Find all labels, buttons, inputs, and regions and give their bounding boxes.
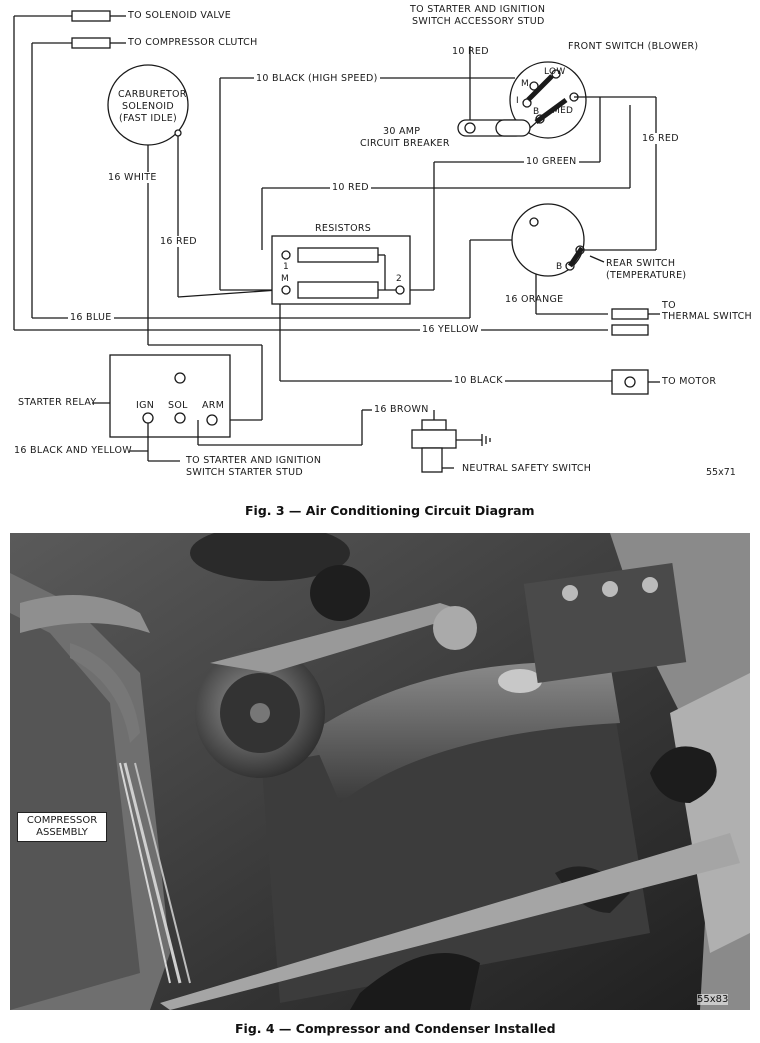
label-arm: ARM [202,400,225,411]
label-10-black-high-speed: 10 BLACK (HIGH SPEED) [254,73,380,84]
label-compressor-clutch: TO COMPRESSOR CLUTCH [128,37,258,48]
label-16-red-right: 16 RED [642,133,679,144]
label-16-yellow: 16 YELLOW [420,324,481,335]
label-switch-i: I [516,96,519,106]
neutral-safety-switch [411,410,491,473]
label-resistor-m: M [281,274,290,284]
thermal-switch-connector-upper [611,308,649,320]
label-16-orange: 16 ORANGE [505,294,564,305]
compressor-assembly-callout: COMPRESSOR ASSEMBLY [17,812,107,842]
callout-line-1: COMPRESSOR [26,815,98,826]
label-10-red-top: 10 RED [452,46,489,57]
label-starter-stud-2: SWITCH STARTER STUD [186,467,304,478]
label-accessory-stud-2: SWITCH ACCESSORY STUD [412,16,545,27]
label-circuit-breaker: CIRCUIT BREAKER [360,138,450,149]
front-switch-blower [509,61,587,139]
label-10-red-mid: 10 RED [330,182,371,193]
label-10-green: 10 GREEN [524,156,579,167]
label-neutral-safety-switch: NEUTRAL SAFETY SWITCH [462,463,592,474]
label-switch-med: MED [552,106,574,116]
figure3-caption: Fig. 3 — Air Conditioning Circuit Diagra… [245,503,535,518]
label-accessory-stud-1: TO STARTER AND IGNITION [410,4,546,15]
callout-line-2: ASSEMBLY [36,827,88,838]
label-switch-low: LOW [544,67,566,77]
compressor-clutch-connector [32,37,126,49]
label-30-amp: 30 AMP [383,126,421,137]
figure4-caption: Fig. 4 — Compressor and Condenser Instal… [235,1021,556,1036]
label-16-black-yellow: 16 BLACK AND YELLOW [14,445,132,456]
label-resistor-2: 2 [396,274,403,284]
label-16-red-left: 16 RED [160,236,197,247]
circuit-breaker-30-amp [457,119,531,137]
figure3-code: 55x71 [706,467,736,478]
label-16-white: 16 WHITE [108,172,157,183]
thermal-switch-connector-lower [611,324,649,336]
label-switch-b: B [533,107,540,117]
label-rear-b: B [556,262,563,272]
label-to: TO [662,300,676,311]
label-16-blue: 16 BLUE [68,312,114,323]
label-sol: SOL [168,400,188,411]
label-solenoid-valve: TO SOLENOID VALVE [128,10,232,21]
label-to-motor: TO MOTOR [662,376,717,387]
label-16-brown: 16 BROWN [374,404,429,415]
label-carburetor: CARBURETOR [118,89,187,100]
label-temperature: (TEMPERATURE) [606,270,687,281]
label-switch-m: M [521,79,530,89]
label-solenoid: SOLENOID [122,101,174,112]
label-10-black: 10 BLACK [452,375,505,386]
label-fast-idle: (FAST IDLE) [118,113,178,124]
label-front-switch: FRONT SWITCH (BLOWER) [568,41,699,52]
engine-bay-photo [10,533,750,1010]
label-starter-stud-1: TO STARTER AND IGNITION [186,455,322,466]
circuit-diagram [13,10,660,473]
motor-connector [611,369,649,395]
solenoid-valve-connector [14,10,126,22]
label-thermal-switch: THERMAL SWITCH [662,311,753,322]
label-resistor-1: 1 [283,262,290,272]
label-resistors: RESISTORS [315,223,372,234]
label-rear-switch: REAR SWITCH [606,258,676,269]
label-starter-relay: STARTER RELAY [18,397,97,408]
label-ign: IGN [136,400,155,411]
figure4-code: 55x83 [697,994,729,1005]
